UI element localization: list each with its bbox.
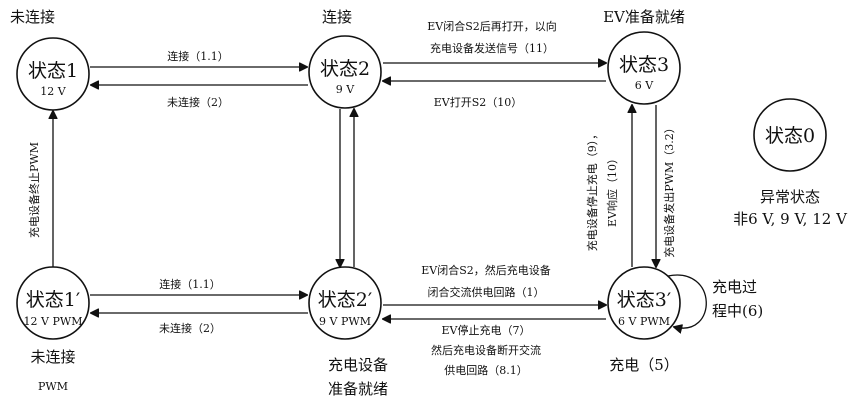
- edge-s2p-to-s1p-label: 未连接（2）: [159, 322, 221, 335]
- state-3-prime-voltage: 6 V PWM: [618, 315, 670, 328]
- edge-s2p-to-s3p-label-2: 闭合交流供电回路（1）: [428, 285, 545, 299]
- caption-state-0-line2: 非6 V, 9 V, 12 V: [733, 210, 848, 228]
- caption-state-1: 未连接: [10, 8, 55, 26]
- edge-s3p-to-s2p-label-1: EV停止充电（7）: [442, 323, 531, 337]
- edge-s1-to-s2-label: 连接（1.1）: [167, 50, 229, 63]
- caption-state-3-prime: 充电（5）: [609, 356, 679, 374]
- state-0: 状态0: [753, 98, 827, 172]
- state-3-voltage: 6 V: [635, 79, 654, 92]
- edge-s3p-to-s2p-label-3: 供电回路（8.1）: [444, 363, 528, 377]
- caption-self-loop-line2: 程中(6): [712, 302, 763, 320]
- edge-s2p-to-s1p: 未连接（2）: [91, 313, 308, 335]
- edge-s3-to-s3p: 充电设备发出PWM（3.2）: [656, 105, 676, 267]
- state-2-prime-voltage: 9 V PWM: [319, 315, 371, 328]
- caption-state-0-line1: 异常状态: [760, 188, 820, 206]
- edge-s1p-to-s2p-label: 连接（1.1）: [159, 278, 221, 291]
- state-1-voltage: 12 V: [40, 85, 66, 98]
- caption-state-2-prime-line1: 充电设备: [328, 356, 388, 374]
- state-2-label: 状态2: [320, 58, 370, 80]
- edge-s3-to-s2-label: EV打开S2（10）: [434, 95, 523, 109]
- edge-s2-to-s3-label-2: 充电设备发送信号（11）: [430, 41, 554, 55]
- edge-s3p-to-s3-label-2: EV响应（10）: [605, 153, 619, 227]
- state-2-prime-label: 状态2′: [318, 289, 372, 311]
- state-2-voltage: 9 V: [336, 83, 355, 96]
- state-3: 状态3 6 V: [607, 31, 681, 105]
- state-1-prime-label: 状态1′: [26, 289, 80, 311]
- edge-s1p-to-s1: 充电设备终止PWM: [27, 111, 53, 267]
- caption-state-2-prime-line2: 准备就绪: [328, 380, 388, 398]
- state-1-label: 状态1: [28, 60, 78, 82]
- edge-s3-to-s2: EV打开S2（10）: [383, 81, 606, 109]
- edge-s2-to-s3-label-1: EV闭合S2后再打开，以向: [427, 19, 557, 33]
- state-2: 状态2 9 V: [308, 35, 382, 109]
- edge-s3p-to-s3-label-1: 充电设备停止充电（9），: [585, 129, 599, 252]
- edge-s2-to-s1-label: 未连接（2）: [167, 96, 229, 109]
- edge-s2p-to-s3p: EV闭合S2，然后充电设备 闭合交流供电回路（1）: [383, 263, 606, 305]
- state-2-prime: 状态2′ 9 V PWM: [308, 266, 382, 340]
- state-0-label: 状态0: [765, 125, 815, 147]
- caption-state-3: EV准备就绪: [603, 8, 685, 26]
- state-1-prime: 状态1′ 12 V PWM: [16, 266, 90, 340]
- state-1-prime-voltage: 12 V PWM: [24, 315, 83, 328]
- edge-s2p-to-s3p-label-1: EV闭合S2，然后充电设备: [421, 263, 551, 277]
- self-loop-s3p: [667, 274, 707, 328]
- edge-s3-to-s3p-label: 充电设备发出PWM（3.2）: [662, 122, 676, 257]
- caption-state-1-prime-line2: PWM: [38, 380, 68, 393]
- edge-s1-to-s2: 连接（1.1）: [90, 50, 307, 67]
- caption-state-2: 连接: [322, 8, 352, 26]
- edge-s2-s2p-pair: [340, 109, 354, 267]
- edge-s2-to-s3: EV闭合S2后再打开，以向 充电设备发送信号（11）: [383, 19, 606, 63]
- edge-s2-to-s1: 未连接（2）: [91, 85, 308, 109]
- edge-s3p-to-s2p: EV停止充电（7） 然后充电设备断开交流 供电回路（8.1）: [383, 319, 606, 377]
- state-1: 状态1 12 V: [16, 37, 90, 111]
- caption-state-1-prime-line1: 未连接: [30, 348, 75, 366]
- edge-s1p-to-s2p: 连接（1.1）: [90, 278, 307, 295]
- state-3-prime-label: 状态3′: [617, 289, 671, 311]
- caption-self-loop-line1: 充电过: [712, 278, 757, 296]
- state-3-label: 状态3: [619, 54, 669, 76]
- edge-s3p-to-s2p-label-2: 然后充电设备断开交流: [431, 343, 541, 357]
- edge-s1p-to-s1-label: 充电设备终止PWM: [27, 142, 41, 238]
- state-3-prime: 状态3′ 6 V PWM: [607, 266, 681, 340]
- edge-s3p-to-s3: 充电设备停止充电（9）， EV响应（10）: [585, 105, 632, 267]
